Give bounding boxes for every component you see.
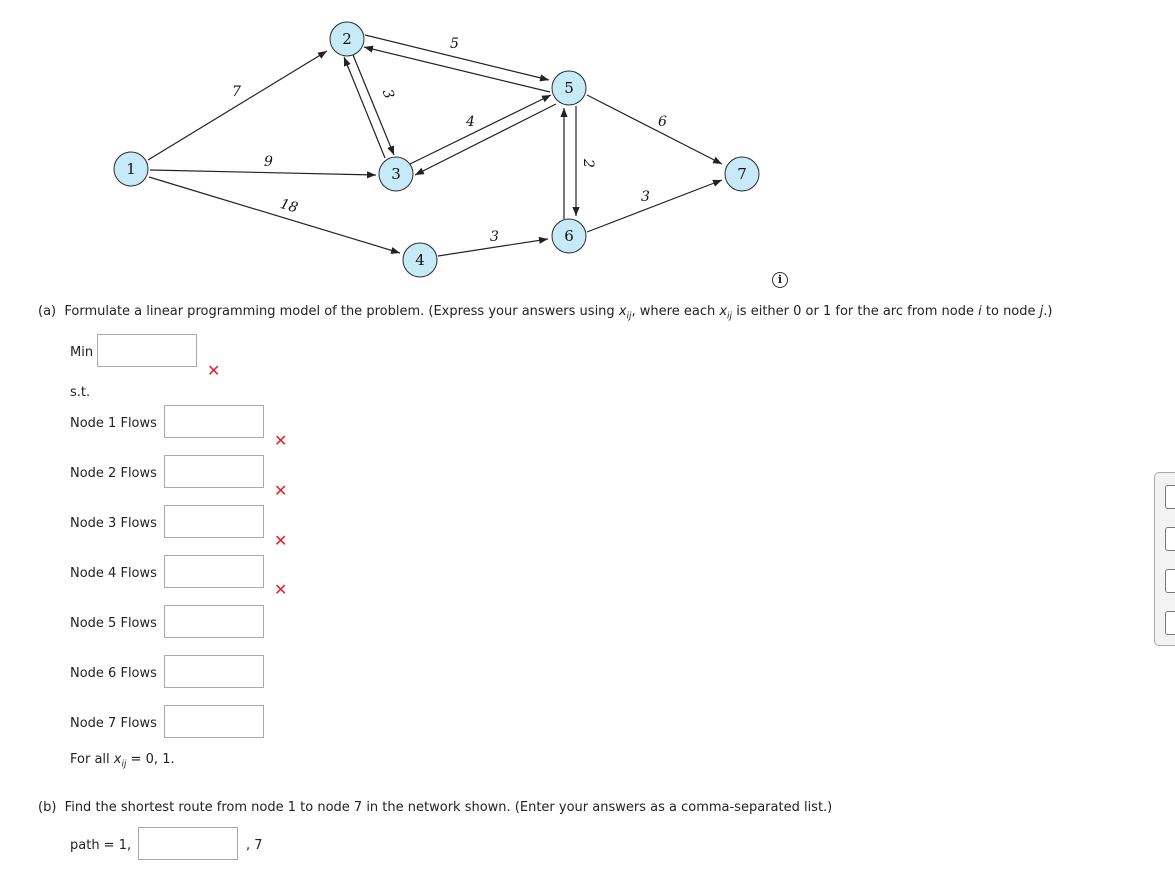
incorrect-icon: ✕ (274, 580, 288, 599)
weight-5-7: 6 (658, 114, 667, 130)
weight-1-4: 18 (278, 196, 300, 216)
node-7-flows-input[interactable] (164, 705, 264, 738)
info-icon[interactable]: i (772, 272, 788, 288)
constraint-label-node-3: Node 3 Flows (70, 516, 157, 531)
edge-5-7 (586, 94, 723, 165)
weight-2-5: 5 (450, 36, 459, 52)
side-toolbar-button[interactable] (1165, 485, 1175, 509)
node-4-flows-input[interactable] (164, 555, 264, 588)
objective-input[interactable] (97, 334, 197, 367)
side-toolbar (1154, 472, 1175, 646)
edge-3-2 (343, 56, 386, 159)
node-7: 7 (724, 156, 760, 192)
node-4: 4 (402, 242, 438, 278)
node-3-flows-input[interactable] (164, 505, 264, 538)
node-2: 2 (329, 21, 365, 57)
constraint-label-node-4: Node 4 Flows (70, 566, 157, 581)
weight-5-6: 2 (580, 158, 596, 168)
weight-1-2: 7 (232, 84, 241, 100)
side-toolbar-button[interactable] (1165, 527, 1175, 551)
node-5-flows-input[interactable] (164, 605, 264, 638)
part-b-question: (b) Find the shortest route from node 1 … (38, 800, 833, 815)
node-1-flows-input[interactable] (164, 405, 264, 438)
node-1: 1 (113, 151, 149, 187)
weight-6-7: 3 (641, 189, 650, 205)
edge-1-3 (149, 169, 377, 179)
edge-5-2 (363, 45, 551, 93)
svg-text:2: 2 (342, 30, 352, 48)
weight-3-5: 4 (465, 114, 475, 130)
constraint-label-node-7: Node 7 Flows (70, 716, 157, 731)
node-6: 6 (551, 218, 587, 254)
svg-text:5: 5 (564, 79, 574, 97)
incorrect-icon: ✕ (207, 361, 221, 380)
incorrect-icon: ✕ (274, 531, 288, 550)
svg-text:7: 7 (737, 165, 747, 183)
st-label: s.t. (70, 385, 91, 400)
constraint-label-node-1: Node 1 Flows (70, 416, 157, 431)
weight-4-6: 3 (490, 229, 499, 245)
network-diagram: 7 9 18 3 5 4 3 2 6 3 1 2 3 4 5 6 7 (113, 21, 760, 278)
incorrect-icon: ✕ (274, 481, 288, 500)
edge-6-7 (586, 179, 723, 233)
path-suffix: , 7 (246, 838, 263, 853)
constraint-label-node-5: Node 5 Flows (70, 616, 157, 631)
edge-5-3 (414, 103, 557, 176)
binary-constraint-note: For all xij = 0, 1. (70, 752, 175, 770)
path-label: path = 1, (70, 838, 132, 853)
side-toolbar-button[interactable] (1165, 569, 1175, 593)
svg-text:3: 3 (391, 165, 401, 183)
weight-2-3: 3 (379, 87, 397, 101)
edge-4-6 (437, 236, 549, 257)
node-2-flows-input[interactable] (164, 455, 264, 488)
part-a-question: (a) Formulate a linear programming model… (38, 304, 1053, 322)
edge-2-5 (364, 34, 550, 82)
weight-1-3: 9 (264, 154, 273, 170)
constraint-label-node-2: Node 2 Flows (70, 466, 157, 481)
node-6-flows-input[interactable] (164, 655, 264, 688)
node-3: 3 (378, 156, 414, 192)
incorrect-icon: ✕ (274, 431, 288, 450)
side-toolbar-button[interactable] (1165, 611, 1175, 635)
edge-1-4 (148, 176, 401, 254)
svg-text:1: 1 (126, 160, 136, 178)
edge-1-2 (147, 50, 328, 161)
node-5: 5 (551, 70, 587, 106)
constraint-label-node-6: Node 6 Flows (70, 666, 157, 681)
min-label: Min (70, 345, 94, 360)
edge-2-3 (352, 54, 395, 156)
path-input[interactable] (138, 827, 238, 860)
svg-text:6: 6 (564, 227, 574, 245)
svg-text:4: 4 (415, 251, 425, 269)
edge-3-5 (409, 94, 552, 165)
